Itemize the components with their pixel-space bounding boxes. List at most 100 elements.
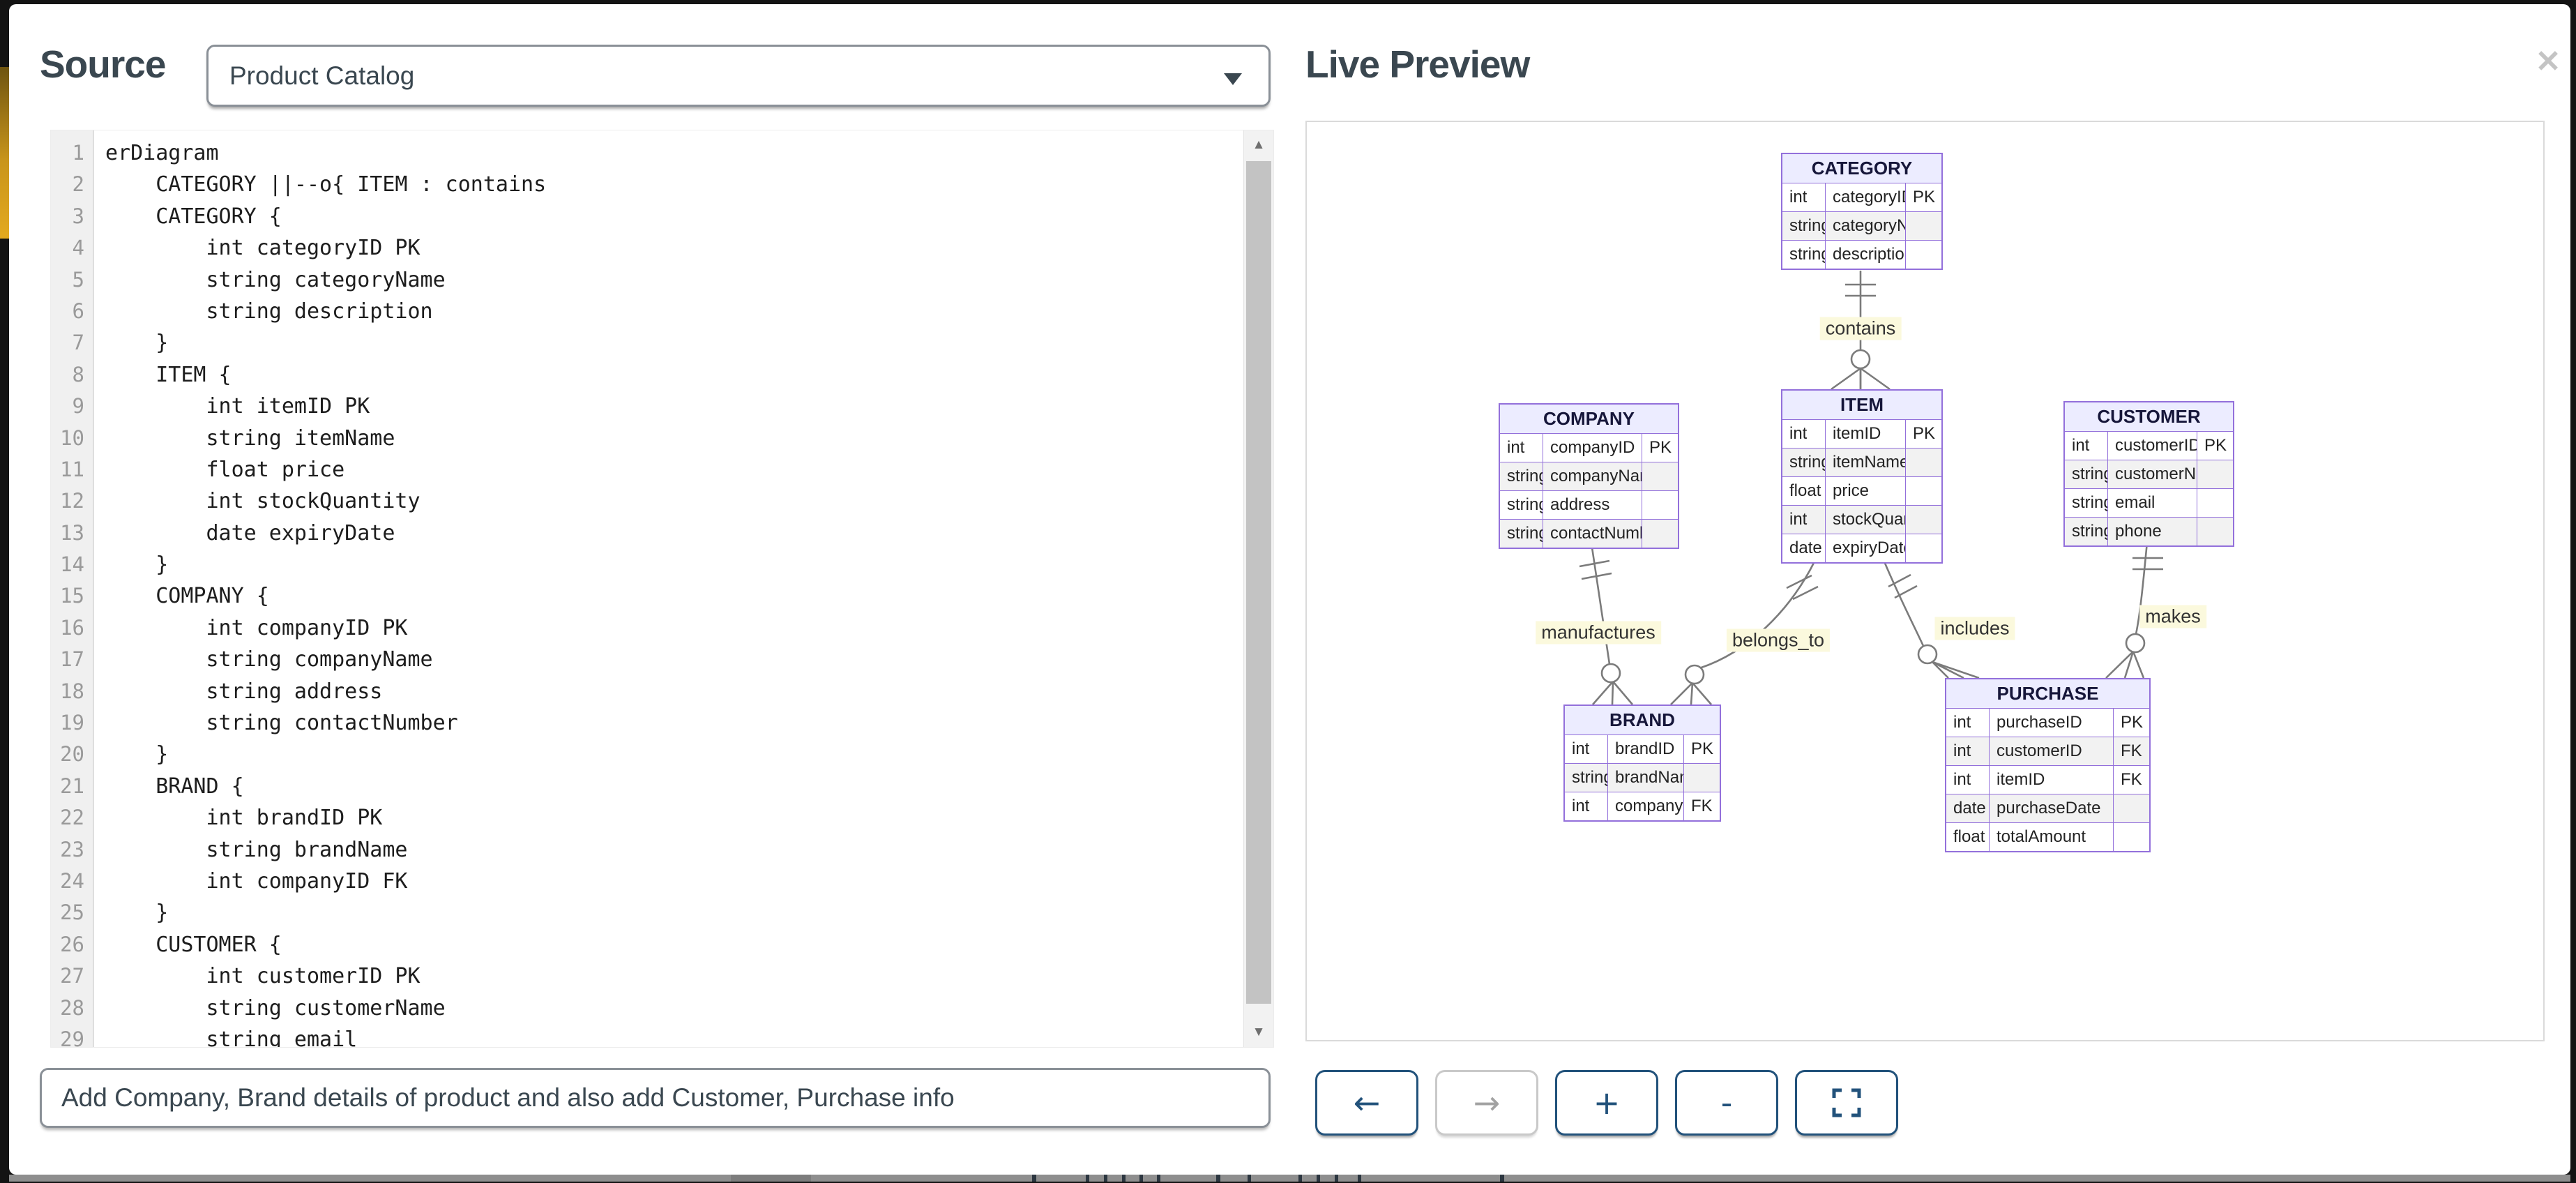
line-number: 7 (72, 331, 84, 355)
background-page-fragment (1216, 1175, 1220, 1182)
attribute-name: purchaseID (1997, 713, 2082, 732)
caret-down-icon (1224, 73, 1242, 85)
fullscreen-button[interactable] (1795, 1070, 1898, 1136)
zoom-out-button[interactable]: - (1675, 1070, 1778, 1136)
code-line: date expiryDate (105, 520, 395, 545)
close-button[interactable]: ✕ (2527, 40, 2569, 82)
code-line: COMPANY { (105, 584, 269, 609)
background-page-fragment (1248, 1175, 1251, 1182)
attribute-key: PK (2197, 432, 2233, 460)
attribute-type: date (1946, 794, 1990, 822)
zoom-in-button[interactable]: + (1555, 1070, 1658, 1136)
entity-title: CUSTOMER (2065, 402, 2233, 431)
attribute-name: companyName (1550, 467, 1642, 485)
line-number: 14 (60, 552, 84, 577)
code-line: erDiagram (105, 141, 219, 165)
attribute-key: PK (2113, 709, 2149, 737)
relationship-label: manufactures (1536, 621, 1661, 645)
line-number: 13 (60, 520, 84, 545)
code-line: } (105, 331, 169, 356)
line-number: 24 (60, 868, 84, 893)
history-forward-button[interactable]: → (1435, 1070, 1538, 1136)
attribute-key (1683, 764, 1720, 792)
close-icon: ✕ (2535, 44, 2561, 79)
attribute-name: stockQuantity (1833, 510, 1905, 529)
attribute-key: FK (2113, 766, 2149, 794)
background-page-fragment (1032, 1175, 1036, 1182)
background-page-fragment (1086, 1175, 1089, 1182)
line-number: 10 (60, 425, 84, 450)
code-line: string description (105, 299, 433, 324)
attribute-type: int (1565, 735, 1608, 763)
code-area[interactable]: erDiagram CATEGORY ||--o{ ITEM : contain… (96, 130, 1243, 1047)
attribute-key (2113, 794, 2149, 822)
background-page-strip (9, 1175, 2570, 1182)
attribute-type: int (1946, 709, 1990, 737)
code-line: string email (105, 1027, 358, 1047)
line-number: 4 (72, 236, 84, 260)
attribute-type: string (1782, 212, 1826, 240)
entity-company: COMPANYintcompanyIDPKstringcompanyNamest… (1499, 403, 1679, 549)
scroll-down-icon[interactable]: ▼ (1252, 1025, 1266, 1039)
attribute-key: PK (1905, 183, 1941, 211)
line-number: 25 (60, 901, 84, 925)
diagram-preview-canvas: CATEGORYintcategoryIDPKstringcategoryNam… (1305, 121, 2545, 1041)
attribute-name: brandID (1615, 739, 1675, 758)
prompt-input[interactable]: Add Company, Brand details of product an… (40, 1068, 1271, 1128)
attribute-key: FK (1683, 792, 1720, 820)
attribute-key (1642, 462, 1678, 490)
code-line: CATEGORY ||--o{ ITEM : contains (105, 172, 547, 197)
editor-scrollbar[interactable]: ▲ ▼ (1243, 130, 1273, 1047)
attribute-type: date (1782, 534, 1826, 562)
entity-customer: CUSTOMERintcustomerIDPKstringcustomerNam… (2063, 401, 2234, 547)
line-number: 2 (72, 172, 84, 197)
code-line: int companyID FK (105, 868, 408, 894)
attribute-name: itemName (1833, 453, 1905, 472)
line-number: 16 (60, 615, 84, 640)
attribute-type: string (1500, 520, 1543, 548)
code-line: int itemID PK (105, 394, 370, 419)
line-number: 6 (72, 299, 84, 323)
code-line: float price (105, 457, 345, 482)
attribute-type: float (1782, 477, 1826, 505)
attribute-type: int (1500, 434, 1543, 462)
back-arrow-icon: ← (1353, 1084, 1381, 1122)
entity-title: PURCHASE (1946, 679, 2149, 708)
background-page-fragment (1358, 1175, 1361, 1182)
line-number: 20 (60, 742, 84, 767)
background-page-fragment (1104, 1175, 1107, 1182)
attribute-key (1905, 241, 1941, 269)
background-page-fragment (1139, 1175, 1143, 1182)
history-back-button[interactable]: ← (1315, 1070, 1418, 1136)
relationship-label: includes (1934, 617, 2015, 640)
background-page-fragment (1298, 1175, 1302, 1182)
line-number: 23 (60, 837, 84, 861)
scroll-up-icon[interactable]: ▲ (1252, 137, 1266, 152)
attribute-type: string (1782, 241, 1826, 269)
diagram-select[interactable]: Product Catalog (206, 45, 1271, 107)
attribute-key (1642, 491, 1678, 519)
background-page-logo-fragment (0, 67, 9, 239)
line-number: 1 (72, 141, 84, 165)
code-line: int categoryID PK (105, 236, 421, 261)
scrollbar-thumb[interactable] (1246, 161, 1271, 1004)
code-line: int customerID PK (105, 964, 421, 989)
attribute-name: contactNumber (1550, 524, 1642, 543)
diagram-select-value: Product Catalog (229, 61, 415, 90)
relationship-label: makes (2139, 605, 2206, 628)
attribute-key (1905, 449, 1941, 476)
